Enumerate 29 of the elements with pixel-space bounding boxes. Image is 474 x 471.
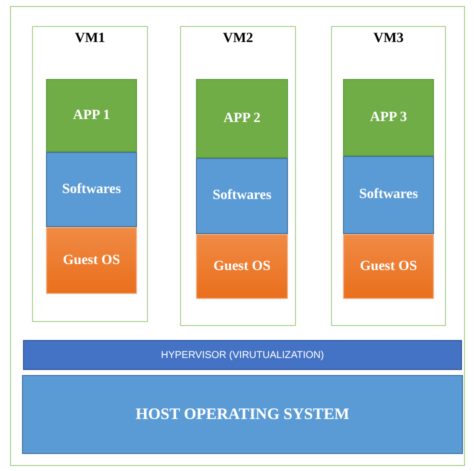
layer-label: APP 2 bbox=[224, 110, 260, 126]
vm-title: VM2 bbox=[222, 31, 254, 47]
hypervisor-label: HYPERVISOR (VIRUTUALIZATION) bbox=[161, 350, 324, 360]
vm-title: VM1 bbox=[74, 31, 106, 47]
guest-os-layer bbox=[46, 227, 137, 294]
guest-os-layer bbox=[196, 234, 288, 299]
host-os-bar bbox=[22, 375, 463, 454]
layer-label: Softwares bbox=[359, 187, 418, 203]
layer-label: Guest OS bbox=[62, 252, 120, 268]
software-layer bbox=[196, 158, 288, 234]
software-layer bbox=[46, 152, 137, 227]
layer-label: Softwares bbox=[212, 188, 272, 204]
software-layer bbox=[343, 156, 434, 234]
outer-frame bbox=[10, 6, 465, 466]
app-layer bbox=[46, 79, 137, 152]
vm-box bbox=[180, 26, 296, 326]
vm-box bbox=[331, 26, 446, 326]
app-layer bbox=[343, 79, 434, 156]
guest-os-layer bbox=[343, 234, 434, 299]
host-os-label: HOST OPERATING SYSTEM bbox=[136, 406, 350, 424]
layer-label: APP 3 bbox=[370, 110, 407, 126]
layer-label: Guest OS bbox=[213, 258, 271, 274]
app-layer bbox=[196, 79, 288, 158]
layer-label: APP 1 bbox=[73, 108, 110, 124]
vm-title: VM3 bbox=[373, 31, 404, 47]
vm-box bbox=[32, 26, 148, 322]
hypervisor-bar bbox=[23, 340, 462, 370]
layer-label: Softwares bbox=[62, 182, 121, 198]
layer-label: Guest OS bbox=[360, 258, 418, 274]
